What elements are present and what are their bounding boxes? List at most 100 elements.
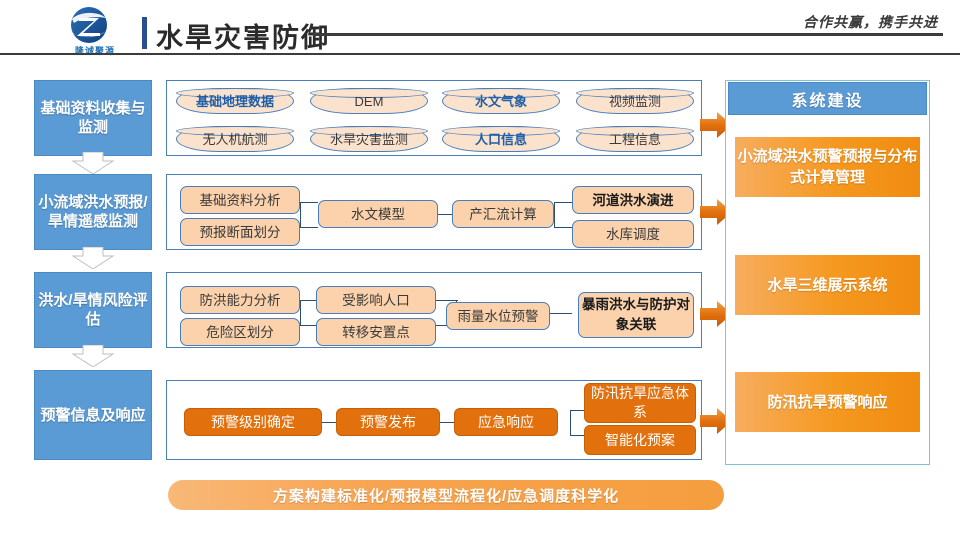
row4-conn-a [322,422,336,424]
row1-node-8[interactable]: 工程信息 [576,126,694,152]
system-item-3[interactable]: 防汛抗旱预警响应 [735,372,920,432]
row2-conn-e [554,202,572,204]
slogan-text: 合作共赢，携手共进 [803,14,938,30]
row1-right-arrow-icon [700,112,732,138]
row4-node-4[interactable]: 防汛抗旱应急体系 [584,383,696,423]
row2-node-1[interactable]: 基础资料分析 [180,186,300,214]
row4-conn-b [440,422,454,424]
row3-node-2[interactable]: 危险区划分 [180,318,300,346]
bottom-banner: 方案构建标准化/预报模型流程化/应急调度科学化 [168,480,724,510]
system-item-3-label: 防汛抗旱预警响应 [767,393,888,411]
flow-arrow-down-2 [71,247,115,269]
flow-arrow-down-1 [71,152,115,174]
header-divider [0,53,960,55]
row4-node-5[interactable]: 智能化预案 [584,425,696,455]
row3-node-1[interactable]: 防洪能力分析 [180,286,300,314]
row3-node-6-label: 暴雨洪水与防护对象关联 [582,297,690,332]
row3-conn-c [300,325,316,327]
stage-label-1: 基础资料收集与监测 [40,100,146,136]
row3-node-3-label: 受影响人口 [342,292,410,308]
flow-arrow-down-3 [71,345,115,367]
row2-conn-a [300,202,318,204]
row2-conn-b [300,202,302,228]
row1-node-1-label: 基础地理数据 [195,93,274,109]
stage-box-3[interactable]: 洪水/旱情风险评估 [34,272,152,348]
row4-node-4-label: 防汛抗旱应急体系 [591,385,689,420]
row1-node-4-label: 视频监测 [608,93,661,109]
row2-conn-d [438,214,452,216]
row1-node-5[interactable]: 无人机航测 [176,126,294,152]
row3-conn-b [300,300,302,326]
system-item-2[interactable]: 水旱三维展示系统 [735,255,920,315]
logo-emblem-icon [71,7,107,43]
row1-node-3[interactable]: 水文气象 [442,88,560,114]
row2-node-3[interactable]: 水文模型 [318,200,438,228]
system-panel-header: 系统建设 [728,82,927,115]
row1-node-1[interactable]: 基础地理数据 [176,88,294,114]
system-item-1-label: 小流域洪水预警预报与分布式计算管理 [737,148,918,186]
row2-node-4[interactable]: 产汇流计算 [452,200,554,228]
row2-node-5-label: 河道洪水演进 [592,192,674,208]
row2-node-2-label: 预报断面划分 [199,224,281,240]
row3-node-1-label: 防洪能力分析 [199,292,281,308]
system-item-2-label: 水旱三维展示系统 [767,276,888,294]
system-item-1[interactable]: 小流域洪水预警预报与分布式计算管理 [735,137,920,197]
row1-node-2[interactable]: DEM [310,88,428,114]
row4-node-3[interactable]: 应急响应 [454,408,558,436]
row2-conn-f [554,202,556,228]
row3-node-6[interactable]: 暴雨洪水与防护对象关联 [578,292,694,338]
system-panel-title: 系统建设 [791,92,864,110]
row4-node-2[interactable]: 预警发布 [336,408,440,436]
row3-node-3[interactable]: 受影响人口 [316,286,436,314]
stage-label-3: 洪水/旱情风险评估 [38,292,148,328]
row2-node-2[interactable]: 预报断面划分 [180,218,300,246]
row2-node-5[interactable]: 河道洪水演进 [572,186,694,214]
row1-node-4[interactable]: 视频监测 [576,88,694,114]
row4-conn-e [570,435,584,437]
row4-conn-d [570,410,572,436]
company-logo: 隆诚聚源 [56,4,136,60]
row4-node-1[interactable]: 预警级别确定 [184,408,322,436]
row1-node-3-label: 水文气象 [474,93,527,109]
row4-node-2-label: 预警发布 [360,413,416,430]
row3-node-5-label: 雨量水位预警 [457,308,539,324]
row4-node-5-label: 智能化预案 [605,431,675,448]
row2-conn-c [300,227,318,229]
row1-node-5-label: 无人机航测 [202,131,268,147]
row3-conn-a [300,300,316,302]
stage-box-4[interactable]: 预警信息及响应 [34,370,152,460]
row3-node-4-label: 转移安置点 [342,324,410,340]
row1-node-7[interactable]: 人口信息 [442,126,560,152]
title-accent-bar [142,17,147,49]
logo-wordmark: 隆诚聚源 [74,47,115,57]
row4-right-arrow-icon [700,408,732,434]
row2-node-6[interactable]: 水库调度 [572,220,694,248]
row1-node-6-label: 水旱灾害监测 [329,131,408,147]
row3-conn-d [436,300,458,302]
row4-node-3-label: 应急响应 [478,413,534,430]
row2-conn-g [554,227,572,229]
row3-node-2-label: 危险区划分 [206,324,274,340]
row3-node-4[interactable]: 转移安置点 [316,318,436,346]
row3-node-5[interactable]: 雨量水位预警 [446,302,550,330]
row2-node-4-label: 产汇流计算 [469,206,537,222]
stage-box-1[interactable]: 基础资料收集与监测 [34,80,152,156]
row1-node-7-label: 人口信息 [474,131,527,147]
bottom-banner-label: 方案构建标准化/预报模型流程化/应急调度科学化 [272,487,620,505]
row3-right-arrow-icon [700,301,732,327]
page-title: 水旱灾害防御 [156,23,330,53]
title-rule [313,33,943,36]
row3-conn-g [550,313,572,315]
row2-node-1-label: 基础资料分析 [199,192,281,208]
stage-label-4: 预警信息及响应 [40,406,146,424]
row2-node-3-label: 水文模型 [351,206,405,222]
row1-node-8-label: 工程信息 [608,131,661,147]
row2-right-arrow-icon [700,199,732,225]
row1-node-2-label: DEM [354,93,384,109]
row2-node-6-label: 水库调度 [606,226,660,242]
row1-node-6[interactable]: 水旱灾害监测 [310,126,428,152]
row4-conn-c [570,410,584,412]
row4-node-1-label: 预警级别确定 [211,413,295,430]
stage-box-2[interactable]: 小流域洪水预报/旱情遥感监测 [34,174,152,250]
